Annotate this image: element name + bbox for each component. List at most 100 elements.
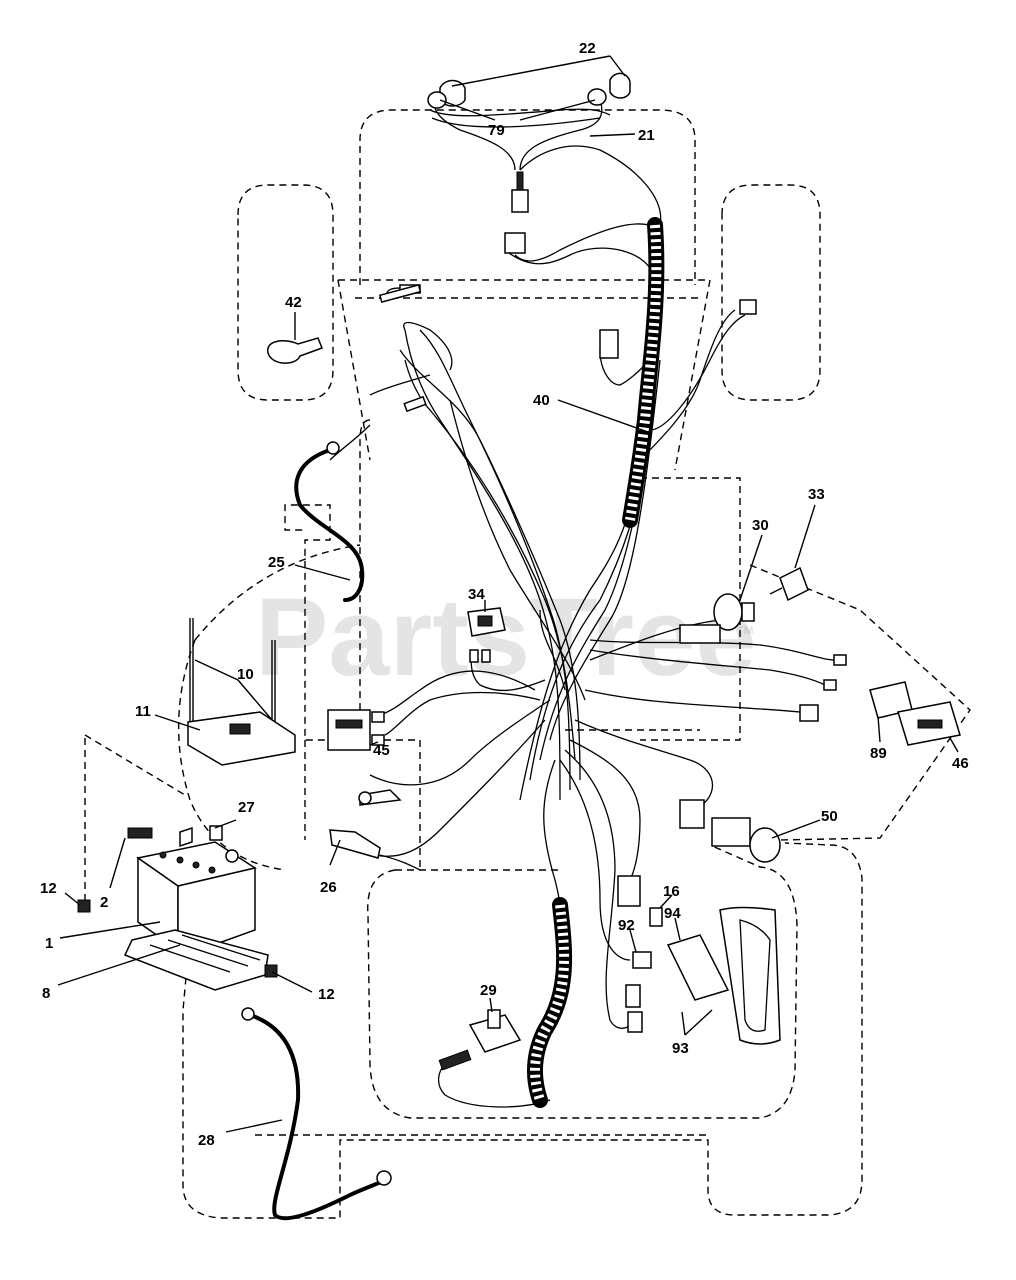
leader-16 xyxy=(659,894,673,909)
headlight-socket-left xyxy=(427,91,447,109)
harness-wire xyxy=(514,223,661,262)
harness-wire xyxy=(589,619,721,661)
harness-wire xyxy=(519,145,662,226)
module-45-plug-a xyxy=(371,711,385,723)
callout-10: 10 xyxy=(237,666,254,683)
relay-33 xyxy=(779,566,809,602)
cable-28-ring-bottom xyxy=(376,1170,392,1186)
headlight-socket-right xyxy=(587,88,607,106)
connector-mid xyxy=(599,329,619,359)
connector-b xyxy=(823,679,837,691)
leader-45 xyxy=(369,741,379,746)
headlight-bracket xyxy=(429,108,611,128)
cable-28-ring-top xyxy=(241,1007,255,1021)
connector-a xyxy=(833,654,847,666)
leader-79b xyxy=(519,99,596,121)
frame-outline xyxy=(284,419,421,870)
part-42-clip xyxy=(267,337,323,364)
switch-34-plug-a xyxy=(469,649,479,663)
headlight-connector xyxy=(511,189,529,213)
pto-29-stem xyxy=(487,1009,501,1029)
harness-wire xyxy=(559,759,631,961)
harness-wire xyxy=(329,424,371,461)
leader-11 xyxy=(154,714,201,731)
callout-40: 40 xyxy=(533,392,550,409)
ignition-30-barrel xyxy=(741,602,755,622)
cable-26-wire xyxy=(379,854,421,871)
callout-42: 42 xyxy=(285,294,302,311)
switch-34-rocker xyxy=(477,615,493,627)
headlight-assembly xyxy=(427,72,631,254)
harness-wire xyxy=(543,759,561,911)
callout-30: 30 xyxy=(752,517,769,534)
leader-28 xyxy=(225,1119,283,1133)
tray-8-ribs xyxy=(149,934,261,973)
callout-93: 93 xyxy=(672,1040,689,1057)
harness-wire xyxy=(569,739,641,881)
battery-cables xyxy=(241,441,421,1221)
callout-16: 16 xyxy=(663,883,680,900)
tractor-outline xyxy=(84,109,971,1219)
right-panel-outline xyxy=(749,564,971,841)
callout-26: 26 xyxy=(320,879,337,896)
harness-wire xyxy=(519,99,603,171)
part-1-battery xyxy=(136,841,257,952)
front-left-wheel xyxy=(237,184,334,401)
front-axle-outline xyxy=(337,279,711,471)
part-12-clips xyxy=(77,899,278,978)
seat-pan-inner xyxy=(739,919,771,1032)
clip-12-left xyxy=(77,899,91,913)
connector-92 xyxy=(632,951,652,969)
hourmeter-46-display xyxy=(917,719,943,729)
leader-12b xyxy=(271,971,313,993)
bolt-2 xyxy=(127,827,153,839)
leader-25 xyxy=(294,564,351,581)
part-33-relay xyxy=(769,566,809,602)
harness-wire xyxy=(404,329,561,801)
callout-45: 45 xyxy=(373,742,390,759)
callout-92: 92 xyxy=(618,917,635,934)
harness-wire xyxy=(419,329,571,791)
callout-8: 8 xyxy=(42,985,50,1002)
leader-22b xyxy=(609,55,626,77)
knob-50-button xyxy=(749,827,781,863)
wire-conduit xyxy=(527,217,665,1108)
leader-94 xyxy=(674,917,681,941)
part-45-module xyxy=(327,709,385,751)
terminal-top-2 xyxy=(378,284,422,303)
conduit-upper-core xyxy=(625,224,662,521)
terminal-lower xyxy=(403,395,427,413)
holddown-11-slot xyxy=(229,723,251,735)
callout-labels: 22 79 21 42 40 33 30 25 34 10 11 89 46 4… xyxy=(40,40,969,1149)
leader-50 xyxy=(771,819,821,839)
conduit-lower xyxy=(527,897,573,1108)
module-45-plug-b xyxy=(371,734,385,746)
watermark-trademark: ™ xyxy=(735,623,755,645)
callout-50: 50 xyxy=(821,808,838,825)
leader-2 xyxy=(109,837,126,889)
ground-ring xyxy=(358,791,372,805)
callout-29: 29 xyxy=(480,982,497,999)
part-11-holddown xyxy=(187,711,296,766)
leader-8 xyxy=(57,944,181,986)
part-50-knob xyxy=(711,817,781,863)
callout-79: 79 xyxy=(488,122,505,139)
harness-connectors xyxy=(378,284,757,413)
clip-12-right xyxy=(264,964,278,978)
callout-28: 28 xyxy=(198,1132,215,1149)
cable-26 xyxy=(329,829,381,859)
harness-wire xyxy=(589,649,826,686)
callout-1: 1 xyxy=(45,935,53,952)
harness-wire xyxy=(374,719,546,857)
terminal-27-nut xyxy=(209,825,223,841)
callout-11: 11 xyxy=(135,703,151,720)
seat-pan xyxy=(719,906,781,1045)
battery-cap xyxy=(192,861,200,869)
leader-10a xyxy=(194,659,239,681)
harness-wire xyxy=(584,689,801,713)
leader-93a xyxy=(684,1009,713,1036)
connector-c xyxy=(799,704,819,722)
harness-wire xyxy=(369,699,551,786)
headlight-right xyxy=(609,72,631,99)
right-connectors xyxy=(679,654,847,829)
